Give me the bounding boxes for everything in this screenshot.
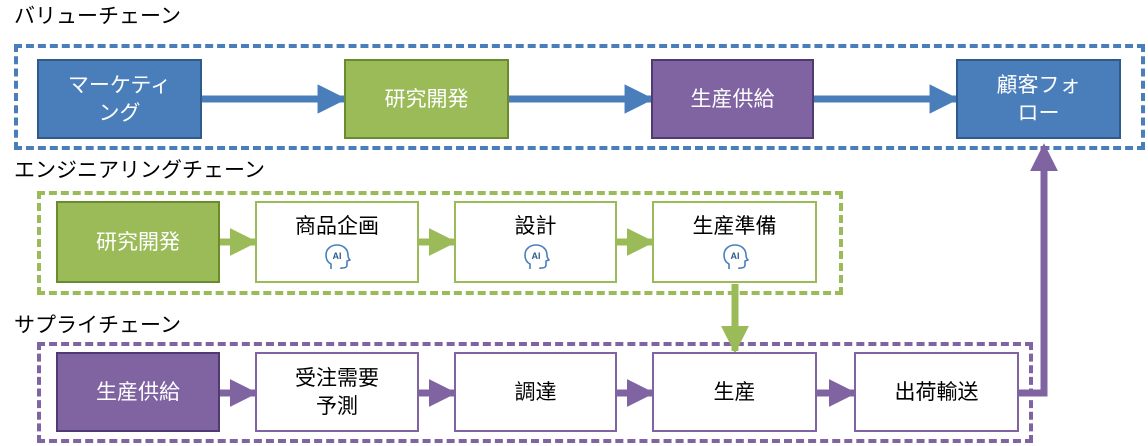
- vc-box-customer-line1: 顧客フォ: [996, 73, 1081, 97]
- sc-box-demand-forecast-line2: 予測: [316, 394, 358, 418]
- vc-box-marketing-line2: ング: [98, 101, 141, 125]
- ec-box-production-prep-label: 生産準備: [692, 214, 777, 238]
- vc-box-production: 生産供給: [651, 59, 814, 139]
- sc-box-production-supply: 生産供給: [56, 352, 220, 432]
- ec-box-design-label: 設計: [514, 214, 557, 238]
- ec-box-rnd-label: 研究開発: [96, 230, 180, 254]
- engineering-chain-frame: [37, 191, 843, 295]
- ai-label: AI: [531, 251, 540, 261]
- engineering-chain-title: エンジニアリングチェーン: [14, 158, 265, 182]
- vc-box-marketing: マーケティ ング: [37, 59, 202, 139]
- value-chain-frame: [14, 44, 1145, 150]
- ai-head-icon: AI: [325, 244, 351, 269]
- ai-label: AI: [730, 251, 739, 261]
- supply-chain-title: サプライチェーン: [14, 313, 181, 337]
- ai-head-icon: AI: [523, 244, 550, 269]
- ai-label: AI: [333, 251, 342, 261]
- sc-box-production: 生産: [652, 352, 817, 432]
- sc-box-procurement-label: 調達: [514, 380, 557, 404]
- ec-box-product-planning: 商品企画 AI: [255, 201, 419, 283]
- vc-box-rnd-label: 研究開発: [384, 87, 469, 111]
- ec-box-rnd: 研究開発: [56, 201, 220, 283]
- sc-box-shipping-label: 出荷輸送: [894, 380, 979, 404]
- sc-box-production-supply-label: 生産供給: [96, 380, 180, 404]
- vc-box-customer-followup: 顧客フォ ロー: [956, 59, 1121, 139]
- sc-box-production-label: 生産: [713, 380, 756, 404]
- vc-box-customer-line2: ロー: [1017, 101, 1060, 125]
- ai-head-icon: AI: [722, 244, 749, 269]
- sc-box-demand-forecast-line1: 受注需要: [295, 366, 379, 390]
- value-chain-title: バリューチェーン: [14, 4, 181, 28]
- sc-box-procurement: 調達: [454, 352, 617, 432]
- vc-box-marketing-line1: マーケティ: [67, 73, 172, 97]
- sc-box-demand-forecast: 受注需要 予測: [255, 352, 419, 432]
- sc-to-vc-arrow: [1019, 143, 1058, 397]
- ec-box-product-planning-label: 商品企画: [295, 214, 379, 238]
- ec-box-design: 設計 AI: [454, 201, 617, 283]
- vc-box-production-label: 生産供給: [690, 87, 775, 111]
- sc-box-shipping: 出荷輸送: [854, 352, 1019, 432]
- ec-box-production-prep: 生産準備 AI: [652, 201, 817, 283]
- vc-box-rnd: 研究開発: [344, 59, 509, 139]
